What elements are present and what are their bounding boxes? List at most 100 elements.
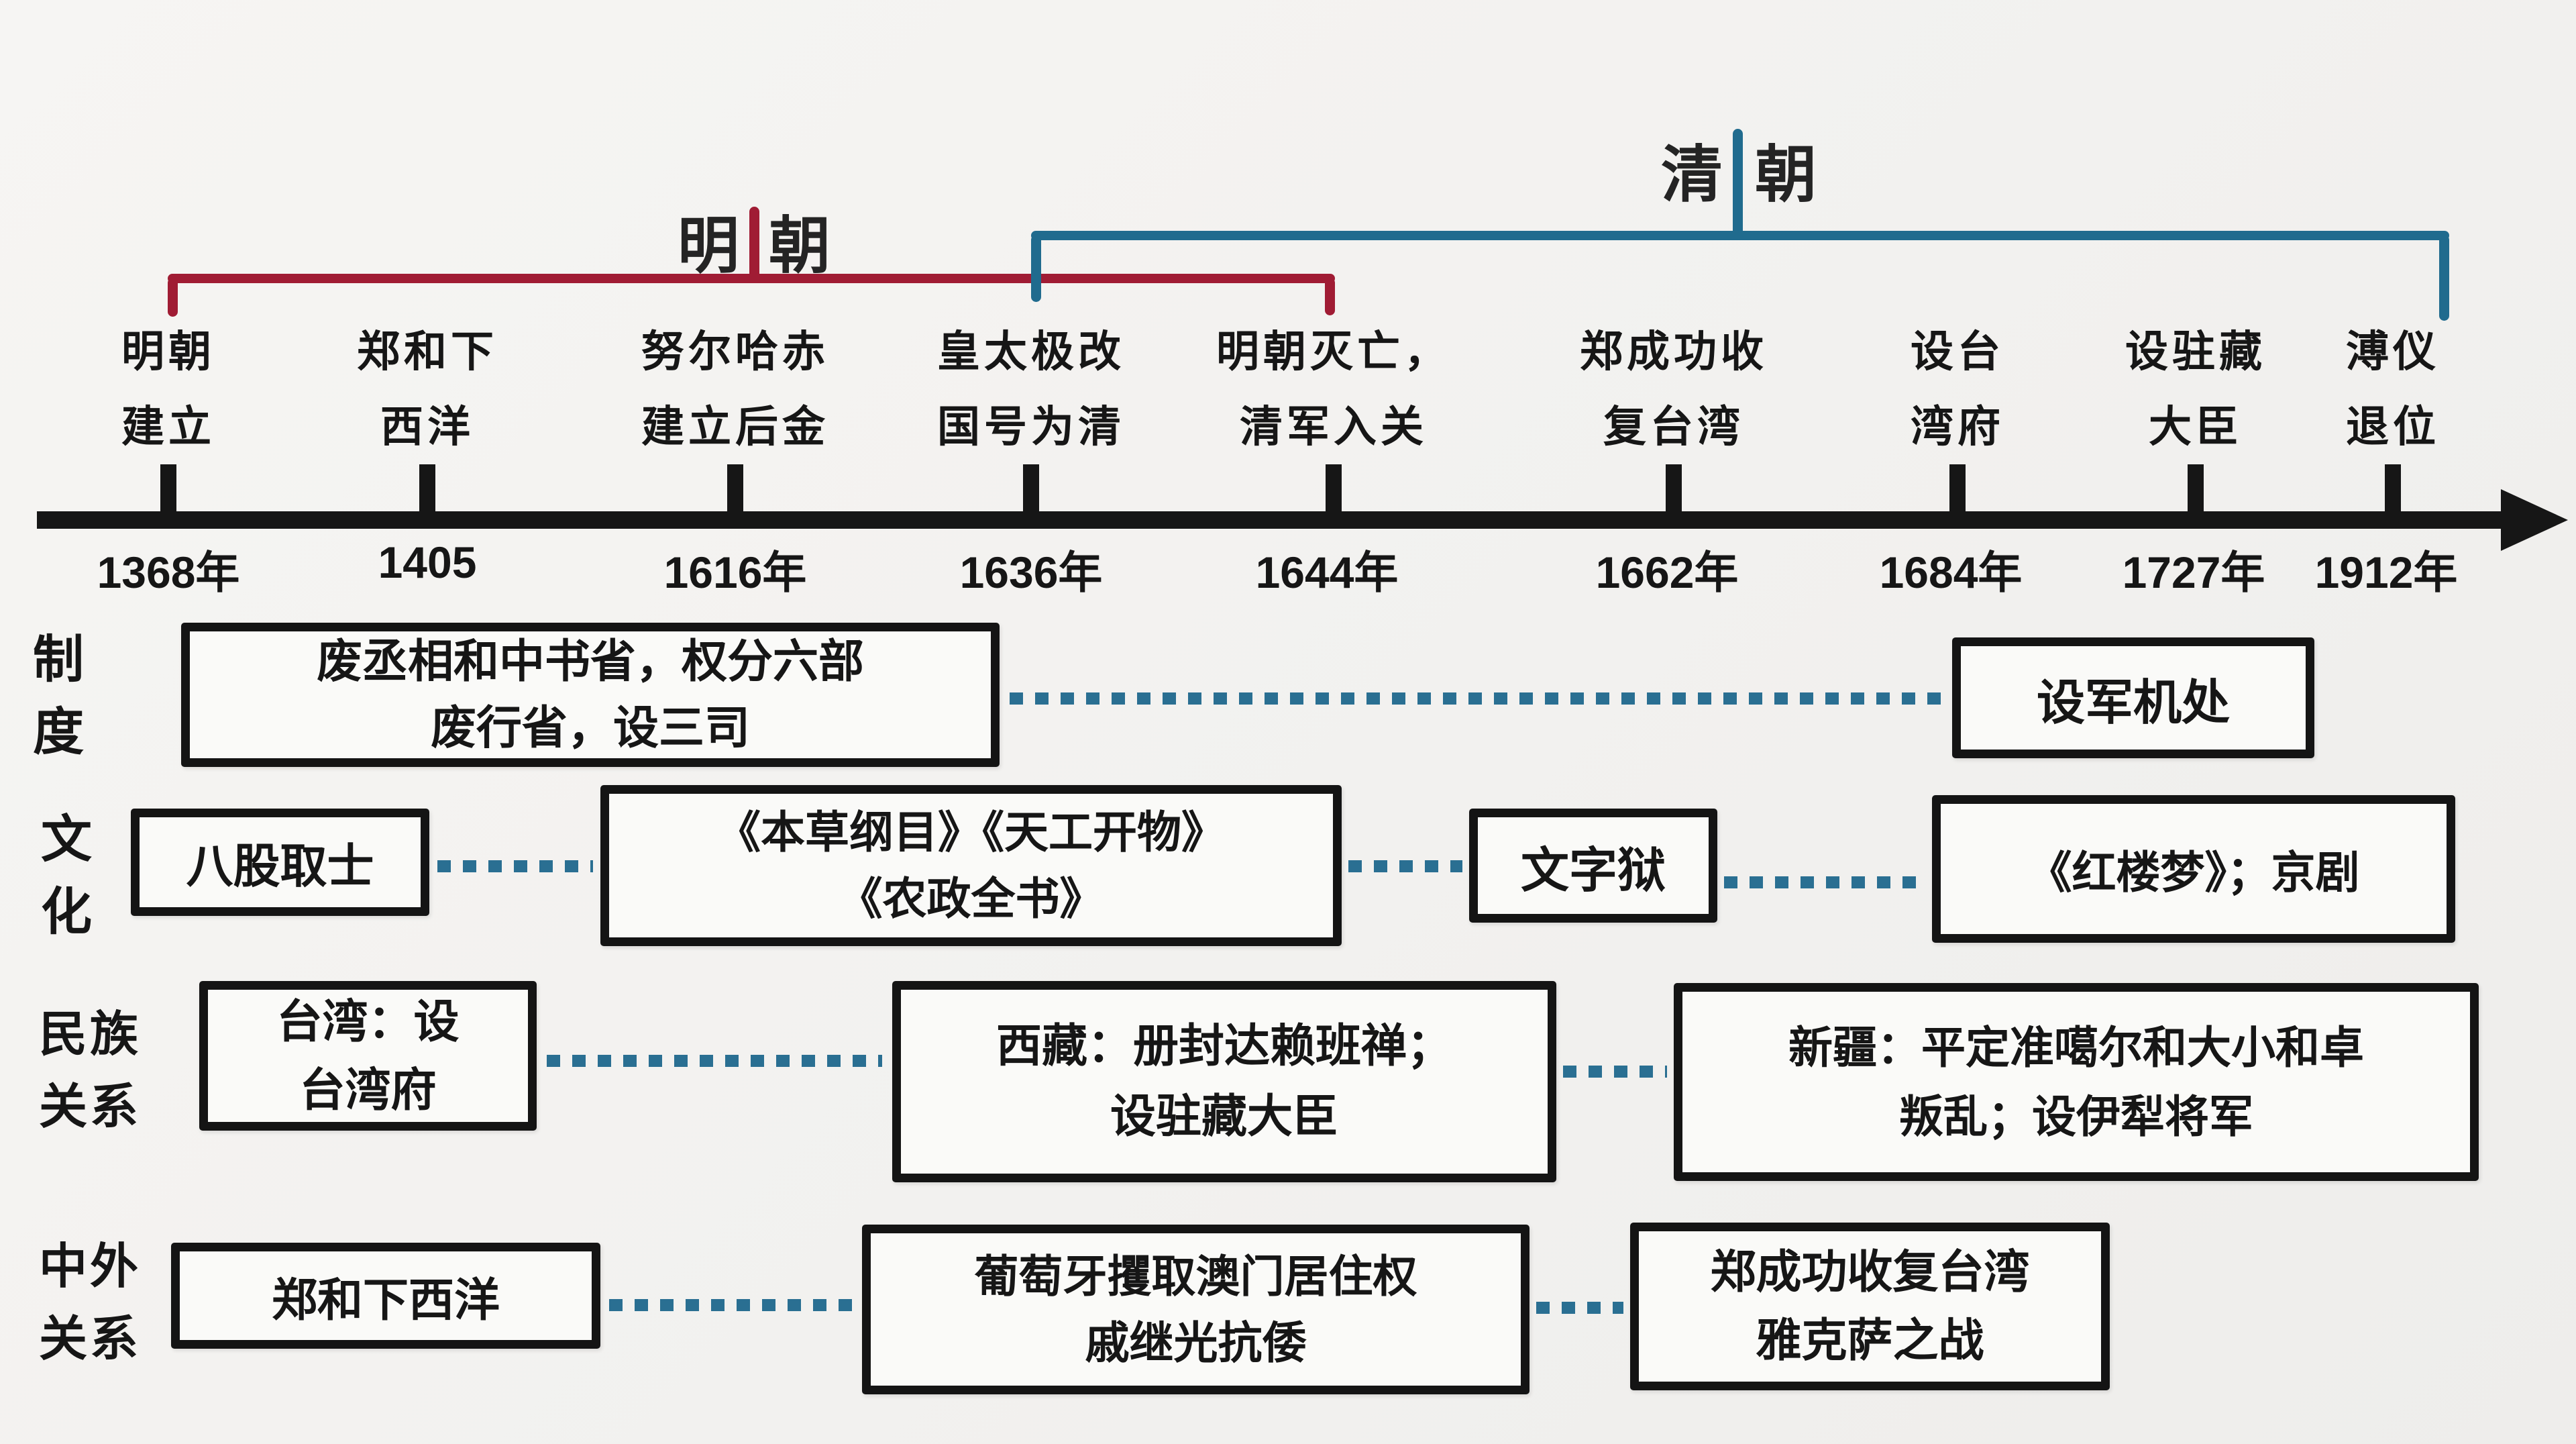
qing-brace-peak [1733, 129, 1743, 240]
dotted-connector [437, 860, 593, 872]
row-label-line: 化 [41, 884, 95, 941]
year-label: 1912年 [2314, 548, 2458, 597]
event-line: 皇太极改 [937, 327, 1125, 376]
year-label: 1684年 [1879, 548, 2023, 597]
event-zheng-taiwan: 郑成功收 复台湾 [1519, 314, 1828, 464]
event-line: 退位 [2346, 403, 2440, 451]
event-puyi-abdication: 溥仪 退位 [2239, 314, 2547, 464]
box-text-line: 戚继光抗倭 [1085, 1317, 1307, 1368]
box-text-line: 新疆：平定准噶尔和大小和卓 [1788, 1023, 2364, 1073]
ming-brace-peak [749, 207, 759, 283]
year-label: 1636年 [959, 548, 1103, 597]
year-label: 1616年 [663, 548, 807, 597]
row-label-culture: 文 化 [24, 804, 111, 949]
timeline-tick [419, 464, 435, 514]
row-label-line: 关系 [38, 1312, 141, 1366]
row-label-line: 关系 [38, 1080, 141, 1134]
row-label-line: 度 [33, 704, 87, 761]
box-text-line: 西藏：册封达赖班禅； [996, 1020, 1452, 1072]
event-ming-fall: 明朝灭亡， 清军入关 [1179, 314, 1488, 464]
dotted-connector [1010, 692, 1942, 705]
timeline-tick [160, 464, 176, 514]
box-text-line: 《红楼梦》；京剧 [2027, 847, 2360, 897]
year-label: 1662年 [1595, 548, 1739, 597]
timeline-tick [2385, 464, 2401, 514]
box-text-line: 八股取士 [186, 839, 374, 892]
box-text-line: 《农政全书》 [838, 874, 1104, 923]
timeline-tick [2188, 464, 2204, 514]
year-label: 1727年 [2122, 548, 2265, 597]
foreign-qing-box: 郑成功收复台湾 雅克萨之战 [1630, 1223, 2110, 1390]
year-label: 1644年 [1255, 548, 1399, 597]
event-line: 努尔哈赤 [641, 327, 829, 376]
event-line: 西洋 [380, 403, 474, 451]
qing-brace-left-hook [1031, 235, 1041, 302]
ming-brace-left-hook [168, 278, 178, 317]
event-tibet-amban: 设驻藏 大臣 [2041, 314, 2350, 464]
row-label-line: 文 [41, 811, 95, 868]
qing-dynasty-label: 清 朝 [1661, 125, 1817, 214]
event-line: 复台湾 [1603, 403, 1744, 451]
row-label-line: 制 [33, 631, 87, 688]
event-line: 明朝灭亡， [1216, 327, 1451, 376]
dotted-connector [609, 1299, 854, 1311]
box-text-line: 废丞相和中书省，权分六部 [316, 635, 864, 687]
event-line: 溥仪 [2346, 327, 2440, 376]
qing-brace-right-hook [2439, 235, 2449, 321]
event-line: 郑成功收 [1580, 327, 1768, 376]
event-line: 明朝 [121, 327, 215, 376]
ethnic-tibet-box: 西藏：册封达赖班禅； 设驻藏大臣 [892, 981, 1556, 1182]
ethnic-xinjiang-box: 新疆：平定准噶尔和大小和卓 叛乱；设伊犁将军 [1674, 983, 2479, 1181]
event-nurhaci-later-jin: 努尔哈赤 建立后金 [581, 314, 890, 464]
row-label-foreign-relations: 中外 关系 [16, 1231, 164, 1376]
event-line: 建立后金 [641, 403, 829, 451]
ming-char-2: 朝 [769, 212, 831, 280]
ethnic-taiwan-box: 台湾：设 台湾府 [199, 981, 537, 1131]
dotted-connector [1536, 1302, 1623, 1314]
event-taiwan-prefecture: 设台 湾府 [1803, 314, 2112, 464]
culture-ming-works-box: 《本草纲目》《天工开物》 《农政全书》 [600, 785, 1342, 946]
foreign-zhenghe-box: 郑和下西洋 [171, 1243, 600, 1349]
timeline-tick [727, 464, 743, 514]
row-label-institutions: 制 度 [16, 624, 103, 769]
event-line: 大臣 [2149, 403, 2243, 451]
timeline-tick [1023, 464, 1039, 514]
event-line: 清军入关 [1240, 403, 1428, 451]
year-label: 1368年 [97, 548, 240, 597]
event-huangtaiji-qing: 皇太极改 国号为清 [877, 314, 1185, 464]
timeline-tick [1949, 464, 1966, 514]
box-text-line: 台湾：设 [276, 996, 460, 1047]
qing-char-1: 清 [1660, 141, 1723, 209]
box-text-line: 文字狱 [1520, 843, 1666, 898]
row-label-ethnic-relations: 民族 关系 [16, 998, 164, 1143]
culture-wenziyu-box: 文字狱 [1469, 809, 1717, 923]
box-text-line: 葡萄牙攫取澳门居住权 [974, 1251, 1417, 1301]
year-label: 1405 [378, 537, 477, 587]
timeline-tick [1326, 464, 1342, 514]
event-line: 设台 [1911, 327, 2004, 376]
row-label-line: 中外 [38, 1240, 141, 1294]
ming-brace-right-hook [1325, 278, 1335, 315]
event-line: 设驻藏 [2125, 327, 2266, 376]
dotted-connector [547, 1055, 882, 1067]
box-text-line: 台湾府 [299, 1064, 437, 1116]
box-text-line: 郑和下西洋 [271, 1274, 500, 1326]
box-text-line: 雅克萨之战 [1756, 1315, 1984, 1366]
event-line: 郑和下 [357, 327, 498, 376]
box-text-line: 废行省，设三司 [430, 702, 750, 754]
box-text-line: 设驻藏大臣 [1110, 1091, 1338, 1142]
dotted-connector [1348, 860, 1462, 872]
culture-qing-works-box: 《红楼梦》；京剧 [1932, 795, 2455, 943]
box-text-line: 《本草纲目》《天工开物》 [716, 807, 1226, 857]
event-line: 建立 [121, 403, 215, 451]
box-text-line: 叛乱；设伊犁将军 [1899, 1091, 2253, 1141]
institutions-ming-box: 废丞相和中书省，权分六部 废行省，设三司 [181, 623, 1000, 767]
timeline-tick [1666, 464, 1682, 514]
institutions-qing-box: 设军机处 [1952, 637, 2314, 758]
timeline-arrow-icon [2501, 489, 2568, 551]
dotted-connector [1724, 876, 1925, 888]
event-line: 国号为清 [937, 403, 1125, 451]
event-zhenghe-voyages: 郑和下 西洋 [273, 314, 582, 464]
timeline-axis [37, 511, 2506, 529]
